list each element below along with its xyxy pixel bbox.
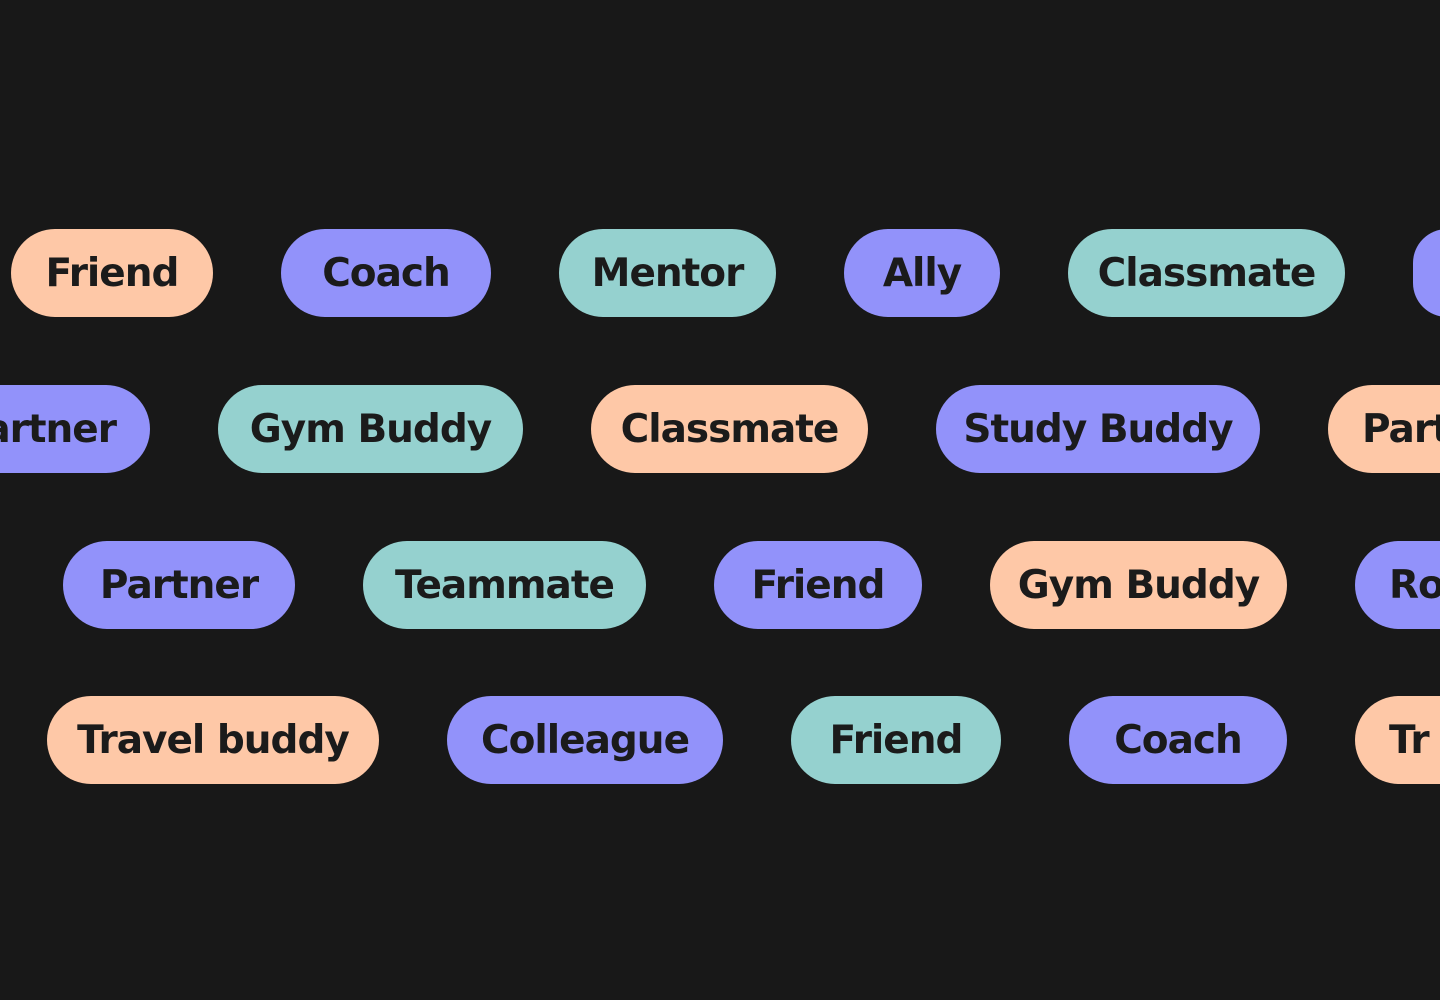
tag-label: Coach <box>322 250 451 296</box>
tag-pill[interactable]: Colleague <box>447 696 723 784</box>
tag-label: Classmate <box>1097 250 1317 296</box>
tag-label: Partner <box>99 562 259 608</box>
tag-pill[interactable]: Travel buddy <box>47 696 379 784</box>
tag-label: Colleague <box>480 717 690 763</box>
tag-pill[interactable]: Gym Buddy <box>218 385 523 473</box>
tag-pill[interactable]: Ally <box>844 229 1000 317</box>
tag-pill[interactable]: Coach <box>281 229 491 317</box>
tag-label: Classmate <box>620 406 840 452</box>
tag-pill[interactable]: Tr <box>1355 696 1440 784</box>
tag-label: Ro <box>1389 562 1440 608</box>
tag-label: Part <box>1362 406 1440 452</box>
tag-pill[interactable]: Friend <box>791 696 1001 784</box>
tag-pill[interactable]: Friend <box>11 229 213 317</box>
tag-label: Study Buddy <box>963 406 1233 452</box>
tag-label: Mentor <box>591 250 745 296</box>
tag-label: Coach <box>1114 717 1243 763</box>
tag-row-4: Travel buddy Colleague Friend Coach Tr <box>0 696 1440 784</box>
tag-pill[interactable]: Part <box>1328 385 1440 473</box>
tag-label: Friend <box>829 717 964 763</box>
tag-pill[interactable]: Ro <box>1355 541 1440 629</box>
tag-label: Travel buddy <box>77 717 350 763</box>
tag-label: artner <box>0 406 117 452</box>
tag-label: Gym Buddy <box>249 406 492 452</box>
tag-label: Ally <box>882 250 962 296</box>
tag-label: Friend <box>751 562 886 608</box>
tag-label: Friend <box>45 250 180 296</box>
tag-label: Tr <box>1389 717 1430 763</box>
tag-row-3: Partner Teammate Friend Gym Buddy Ro <box>0 541 1440 629</box>
tag-pill[interactable]: Coach <box>1069 696 1287 784</box>
tag-pill[interactable]: Classmate <box>1068 229 1345 317</box>
tag-pill[interactable]: Study Buddy <box>936 385 1260 473</box>
tag-row-2: artner Gym Buddy Classmate Study Buddy P… <box>0 385 1440 473</box>
tag-pill[interactable] <box>1413 229 1440 317</box>
tag-row-1: Friend Coach Mentor Ally Classmate <box>0 229 1440 317</box>
tag-pill[interactable]: artner <box>0 385 150 473</box>
tag-label: Gym Buddy <box>1017 562 1260 608</box>
tag-pill[interactable]: Mentor <box>559 229 776 317</box>
tag-pill[interactable]: Friend <box>714 541 922 629</box>
tag-pill[interactable]: Classmate <box>591 385 868 473</box>
tag-label: Teammate <box>395 562 615 608</box>
tag-pill[interactable]: Gym Buddy <box>990 541 1287 629</box>
tag-pill[interactable]: Partner <box>63 541 295 629</box>
tag-pill[interactable]: Teammate <box>363 541 646 629</box>
